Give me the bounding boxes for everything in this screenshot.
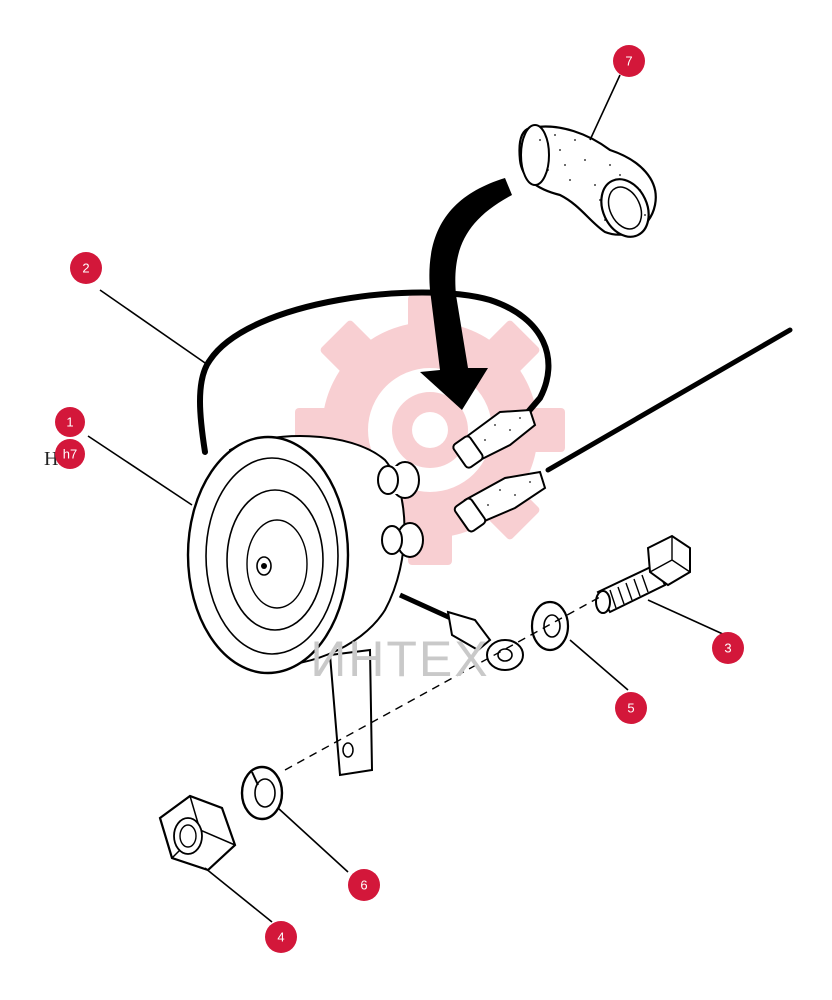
horn-wire	[197, 289, 552, 455]
callout-4: 4	[265, 921, 297, 953]
supply-cable	[545, 327, 793, 473]
spade-terminal-upper	[452, 408, 537, 469]
assembly-arrow	[420, 178, 512, 410]
watermark-text: ИНТЕХ	[310, 631, 489, 687]
callout-7-label: 7	[625, 54, 632, 69]
callout-1-label: 1	[66, 415, 73, 430]
stray-label: H	[44, 448, 58, 470]
callout-5: 5	[615, 692, 647, 724]
spring-washer	[240, 765, 284, 821]
bolt	[595, 534, 691, 614]
callout-2-label: 2	[82, 261, 89, 276]
callout-h7: h7	[55, 439, 85, 469]
assembly-axis	[284, 596, 601, 771]
callout-5-label: 5	[627, 701, 634, 716]
callout-7: 7	[613, 45, 645, 77]
callout-6-label: 6	[360, 878, 367, 893]
callout-3: 3	[712, 632, 744, 664]
callout-2: 2	[70, 252, 102, 284]
leader-lines	[87, 74, 726, 923]
flat-washer	[530, 600, 570, 652]
callout-4-label: 4	[277, 930, 284, 945]
hex-nut	[158, 794, 237, 872]
spade-terminal-lower	[453, 470, 547, 533]
horn-body	[186, 435, 424, 777]
callout-6: 6	[348, 869, 380, 901]
callout-h7-label: h7	[63, 447, 77, 462]
ring-terminal	[398, 592, 524, 671]
rubber-boot	[518, 124, 657, 238]
callout-3-label: 3	[724, 641, 731, 656]
callout-1: 1	[55, 407, 85, 437]
